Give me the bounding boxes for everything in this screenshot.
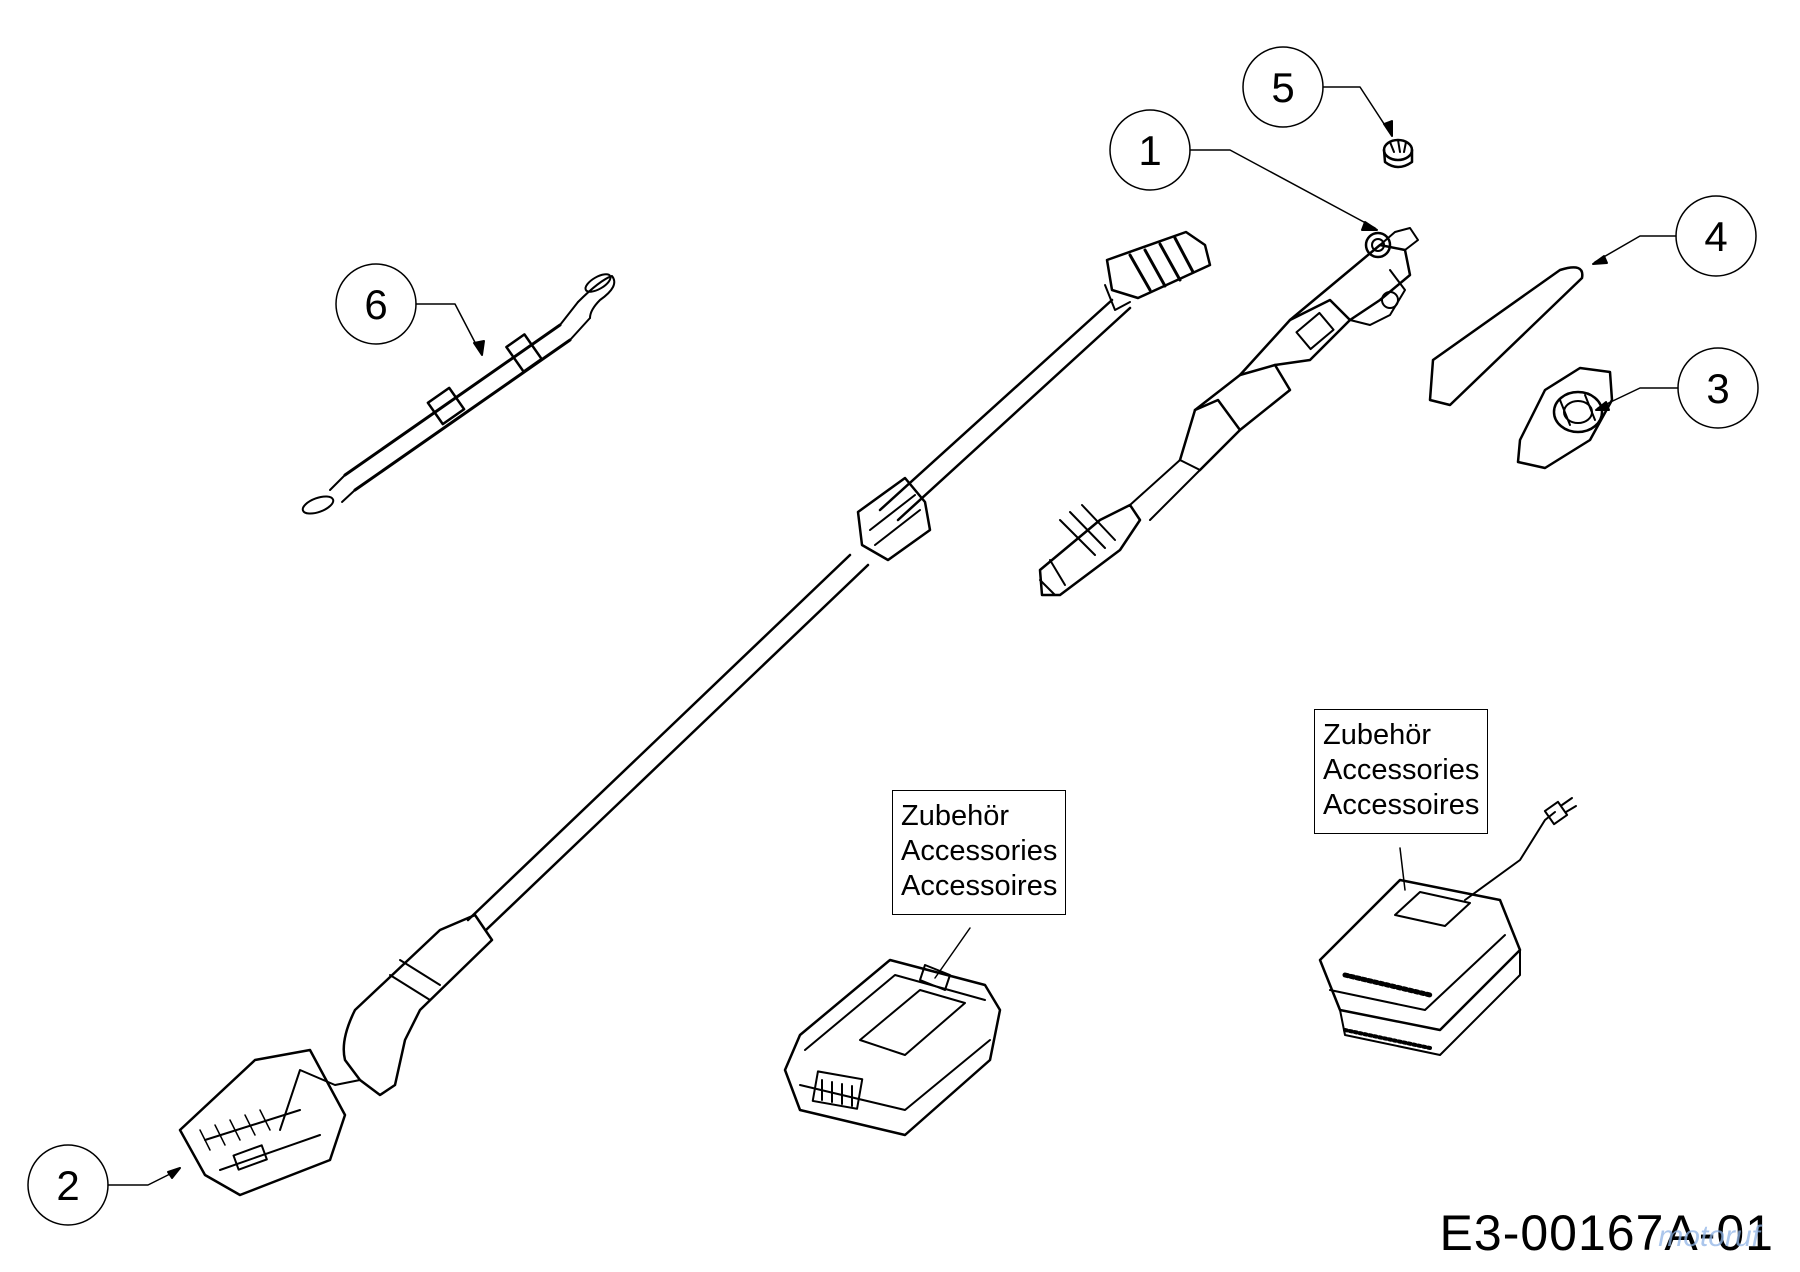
callout-2-label: 2 bbox=[56, 1162, 79, 1209]
charger-label-en: Accessories bbox=[1323, 754, 1480, 786]
charger bbox=[1318, 797, 1577, 1056]
charger-label-de: Zubehör bbox=[1323, 719, 1432, 751]
drawing-code: E3-00167A-01 bbox=[1439, 1205, 1774, 1261]
pole-saw-head bbox=[1038, 227, 1419, 597]
battery-label-leader bbox=[934, 927, 971, 979]
chain-cover bbox=[1516, 366, 1614, 470]
charger-label-leader bbox=[1399, 847, 1406, 891]
handle-pole bbox=[178, 230, 1212, 1197]
callout-4-label: 4 bbox=[1704, 213, 1727, 260]
battery-label-fr: Accessoires bbox=[901, 870, 1058, 902]
callout-6: 6 bbox=[335, 263, 485, 356]
callout-3: 3 bbox=[1595, 347, 1759, 429]
saw-bar bbox=[1428, 266, 1584, 407]
battery bbox=[783, 958, 1002, 1137]
callout-4: 4 bbox=[1592, 195, 1757, 277]
shoulder-strap bbox=[301, 273, 616, 515]
callout-1: 1 bbox=[1109, 109, 1378, 231]
watermark: motoruf bbox=[1658, 1220, 1760, 1253]
callout-5: 5 bbox=[1242, 46, 1393, 137]
battery-accessory-label: Zubehör Accessories Accessoires bbox=[892, 790, 1067, 915]
charger-accessory-label: Zubehör Accessories Accessoires bbox=[1314, 709, 1489, 834]
battery-label-en: Accessories bbox=[901, 835, 1058, 867]
callout-6-label: 6 bbox=[364, 281, 387, 328]
battery-label-de: Zubehör bbox=[901, 800, 1010, 832]
callout-3-label: 3 bbox=[1706, 365, 1729, 412]
callout-1-label: 1 bbox=[1138, 127, 1161, 174]
callout-5-label: 5 bbox=[1271, 64, 1294, 111]
oil-cap bbox=[1382, 138, 1414, 169]
charger-label-fr: Accessoires bbox=[1323, 789, 1480, 821]
callout-2: 2 bbox=[27, 1144, 181, 1226]
